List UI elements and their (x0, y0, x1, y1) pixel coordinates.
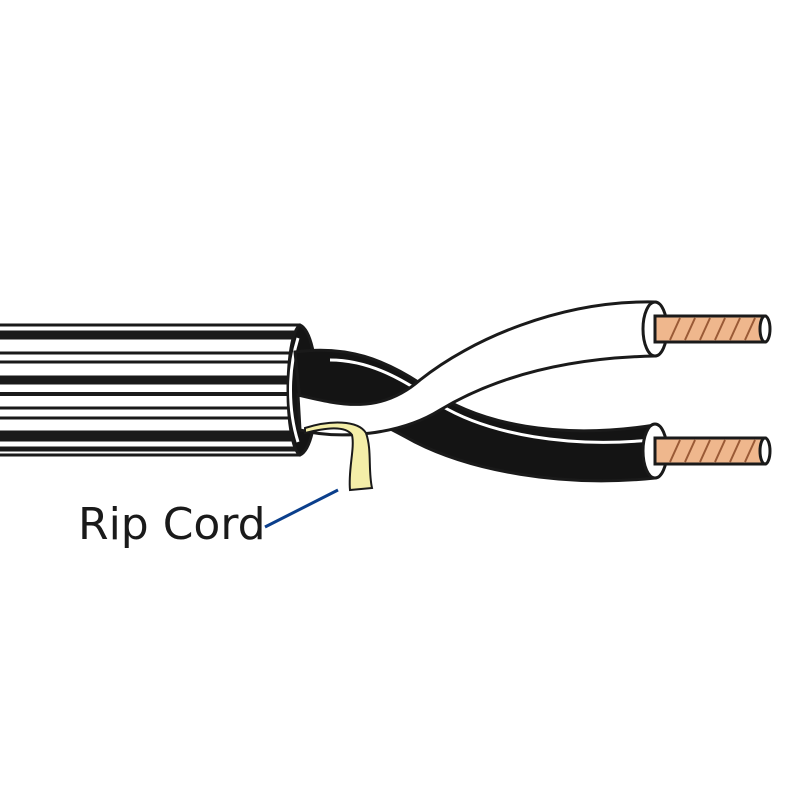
rip-cord-label: Rip Cord (78, 499, 266, 550)
cable-jacket (0, 323, 318, 457)
rip-cord-leader-line (264, 488, 339, 529)
lower-copper-wire (653, 436, 772, 466)
lower-copper-tip (758, 436, 772, 466)
jacket-end-highlight (289, 337, 300, 443)
upper-copper-tip (758, 314, 772, 344)
upper-copper-strands (669, 317, 756, 341)
jacket-body (0, 325, 300, 455)
rip-cord (304, 421, 374, 492)
jacket-ribs (0, 330, 298, 452)
upper-copper-wire (653, 314, 772, 344)
lower-copper-strands (669, 439, 756, 463)
